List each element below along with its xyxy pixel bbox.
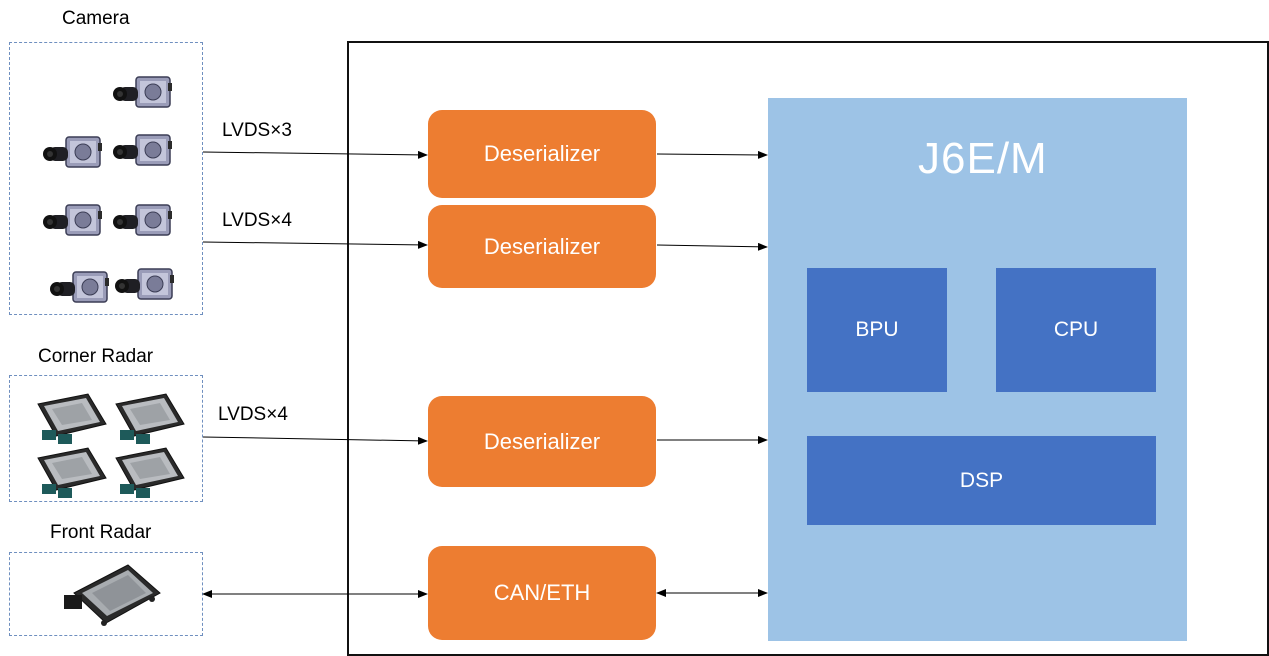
arrow-deser1-to-soc <box>656 150 768 159</box>
corner-radar-group-label: Corner Radar <box>38 346 154 367</box>
arrow-radar-to-deser3 <box>202 436 428 445</box>
camera-group-box <box>9 42 203 315</box>
arrow-camera-to-deser1 <box>202 150 428 159</box>
link-label-corner-radar: LVDS×4 <box>218 404 288 425</box>
deserializer-2: Deserializer <box>428 205 656 288</box>
link-label-camera-bottom: LVDS×4 <box>222 210 292 231</box>
soc-title: J6E/M <box>918 134 1048 183</box>
deserializer-1: Deserializer <box>428 110 656 198</box>
link-label-camera-top: LVDS×3 <box>222 120 292 141</box>
front-radar-group-label: Front Radar <box>50 522 152 543</box>
bpu-block: BPU <box>807 268 947 392</box>
cpu-block: CPU <box>996 268 1156 392</box>
front-radar-icon <box>64 564 161 626</box>
controller-frame <box>347 41 1269 656</box>
corner-radar-group-box <box>9 375 203 502</box>
front-radar-group-box <box>9 552 203 636</box>
can-eth-block: CAN/ETH <box>428 546 656 640</box>
arrow-deser2-to-soc <box>656 242 768 251</box>
deserializer-3: Deserializer <box>428 396 656 487</box>
camera-group-label: Camera <box>62 8 130 29</box>
dsp-block: DSP <box>807 436 1156 525</box>
arrow-camera-to-deser2 <box>202 240 428 249</box>
